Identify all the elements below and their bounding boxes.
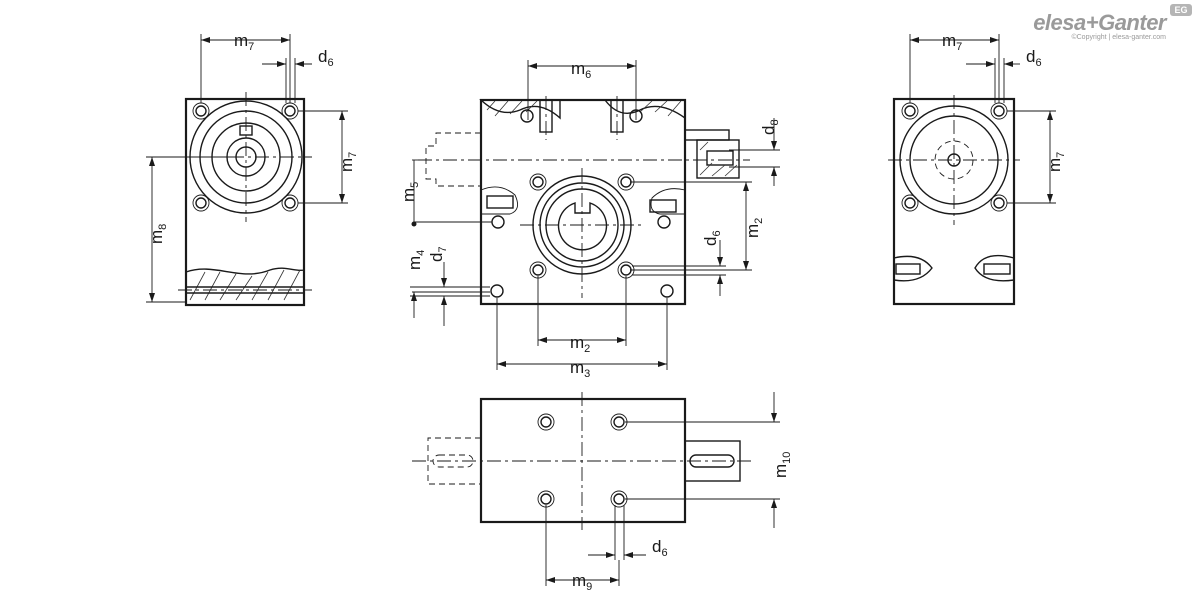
label-d7: d7 <box>427 246 449 262</box>
label-m7-left-top: m7 <box>234 31 254 53</box>
label-d6-right: d6 <box>1026 47 1042 69</box>
label-m3: m3 <box>570 358 590 380</box>
label-m5: m5 <box>399 182 421 202</box>
label-d6-front: d6 <box>701 230 723 246</box>
label-d6-bottom: d6 <box>652 537 668 559</box>
brand-logo: elesa+Ganter ©Copyright | elesa-ganter.c… <box>1033 10 1166 41</box>
label-m2-right: m2 <box>743 218 765 238</box>
label-m7-right-side: m7 <box>1045 152 1067 172</box>
left-holes <box>192 102 299 212</box>
dimension-labels: m7 d6 m7 m8 m6 d8 m2 d6 m5 m4 d7 m2 m3 m… <box>147 31 1067 593</box>
label-m4: m4 <box>405 250 427 270</box>
label-m6: m6 <box>571 59 591 81</box>
label-m8: m8 <box>147 224 169 244</box>
right-side-view <box>888 34 1056 306</box>
label-d8: d8 <box>759 119 781 135</box>
bottom-view <box>412 392 780 586</box>
left-side-view <box>146 34 348 307</box>
label-m7-left-side: m7 <box>337 152 359 172</box>
label-m7-right-top: m7 <box>942 31 962 53</box>
brand-copyright: ©Copyright | elesa-ganter.com <box>1071 34 1166 41</box>
label-m9: m9 <box>572 571 592 593</box>
brand-badge-icon: EG <box>1170 4 1192 16</box>
label-d6-left: d6 <box>318 47 334 69</box>
brand-name: elesa+Ganter <box>1033 10 1166 35</box>
front-view <box>410 60 780 370</box>
label-m10: m10 <box>771 452 793 478</box>
label-m2-bottom: m2 <box>570 333 590 355</box>
